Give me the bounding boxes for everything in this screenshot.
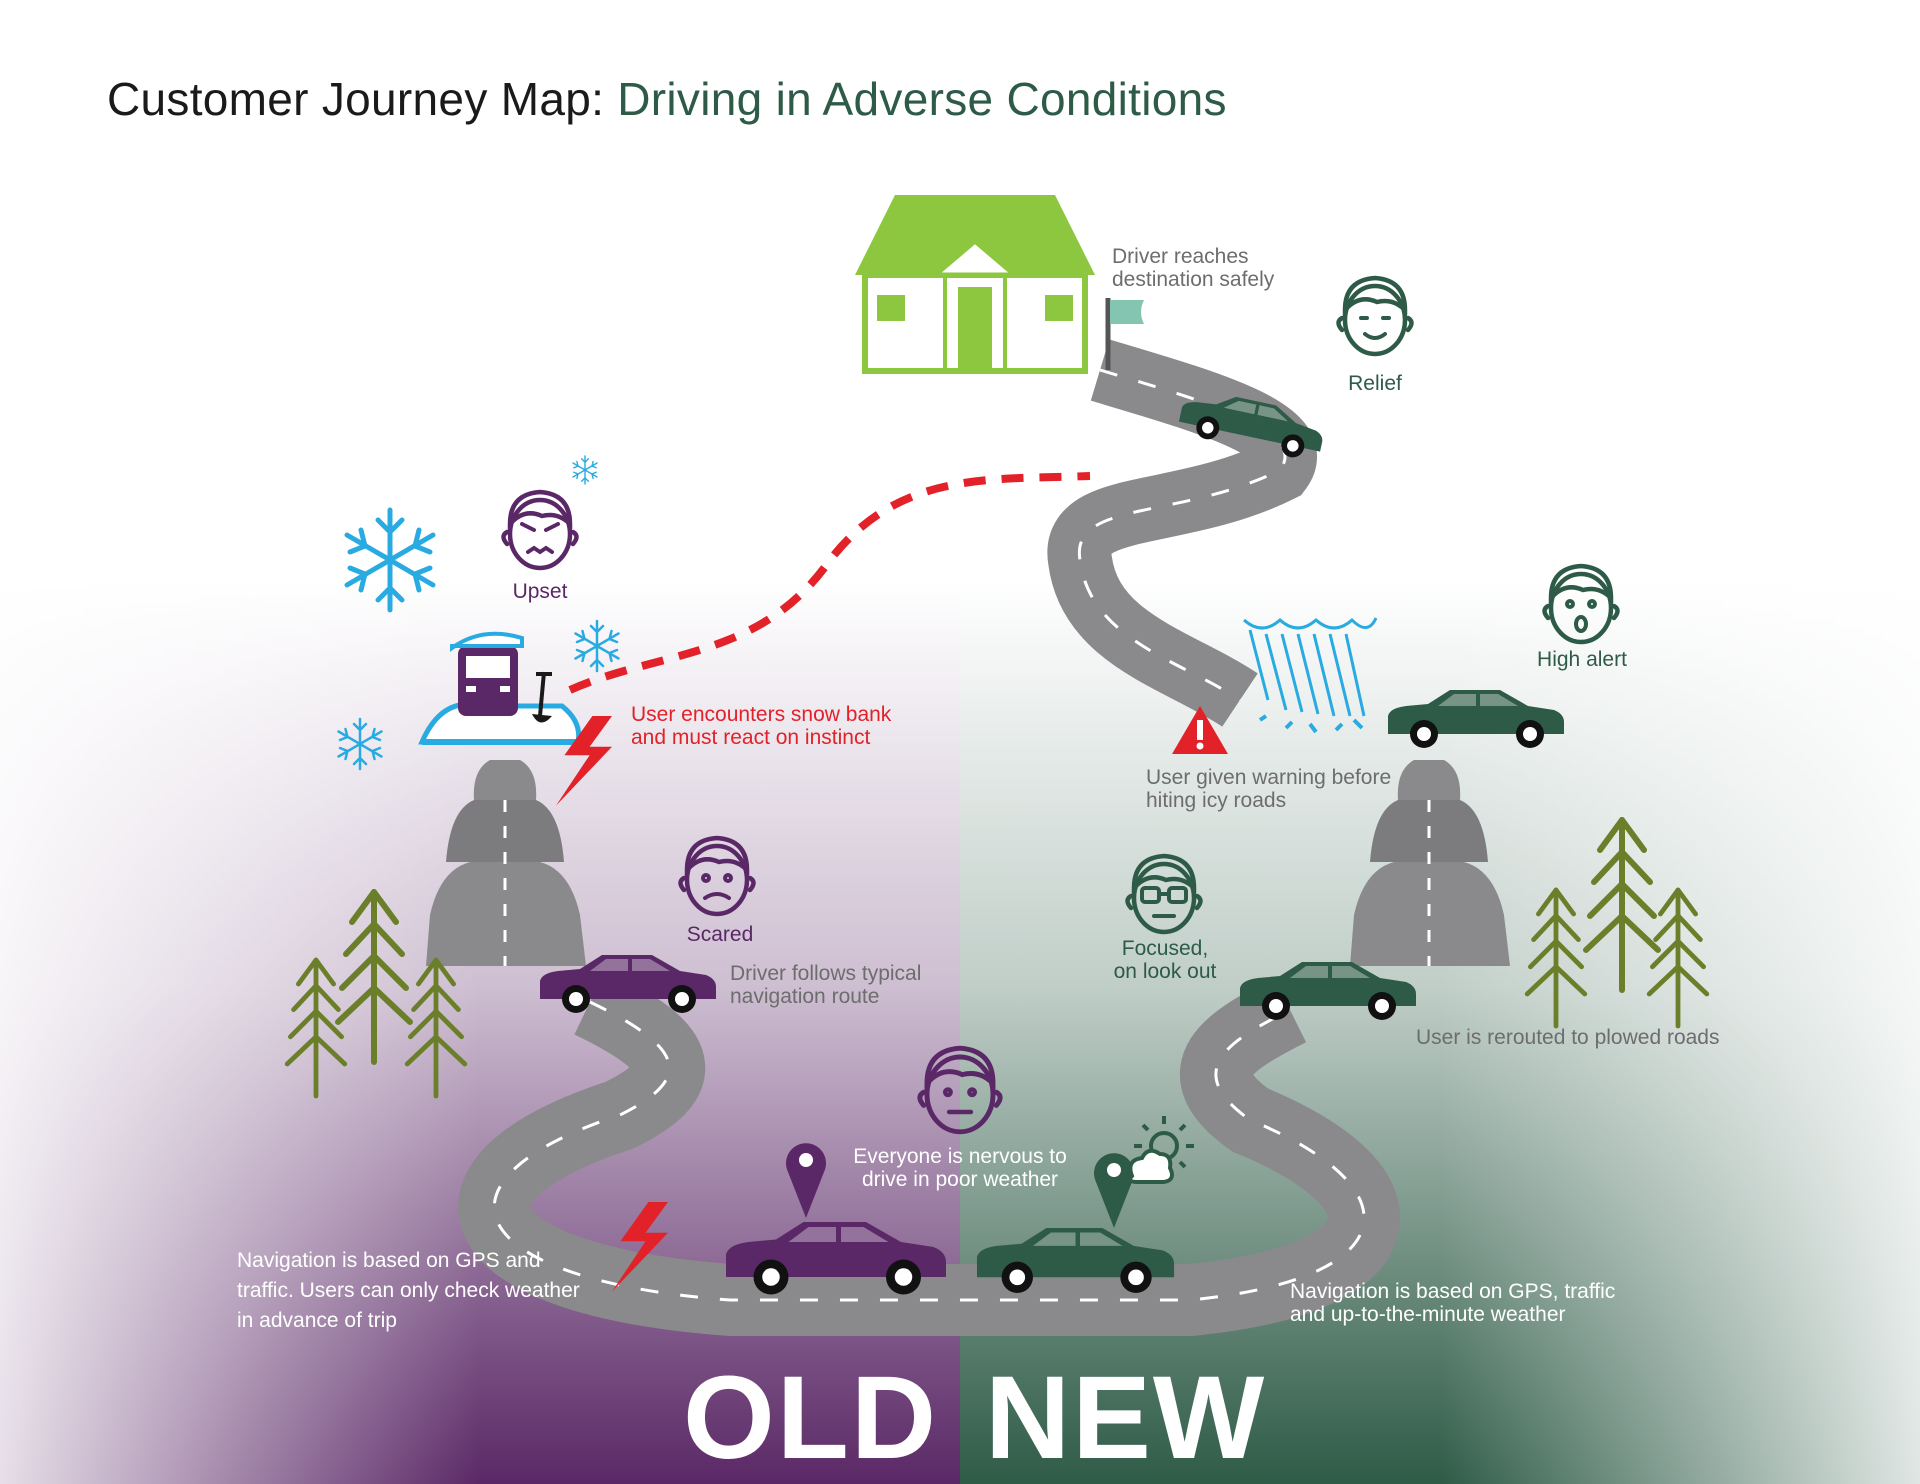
right-tunnel <box>1350 760 1510 966</box>
emotion-focused: Focused, on look out <box>1113 937 1217 983</box>
note-rerouted: User is rerouted to plowed roads <box>1416 1026 1720 1049</box>
face-icon <box>504 492 577 568</box>
note-warning: User given warning before hiting icy roa… <box>1146 766 1392 812</box>
flag-icon <box>1105 298 1144 370</box>
note-snow-bank: User encounters snow bank and must react… <box>631 703 892 749</box>
page-title: Customer Journey Map: Driving in Adverse… <box>107 72 1227 126</box>
title-accent: Driving in Adverse Conditions <box>617 73 1227 125</box>
old-label: OLD <box>683 1352 939 1484</box>
interrupted-route <box>568 472 1091 694</box>
emotion-high-alert: High alert <box>1537 648 1627 671</box>
face-icon <box>1339 278 1412 354</box>
note-new-navigation: Navigation is based on GPS, traffic and … <box>1290 1280 1616 1326</box>
emotion-upset: Upset <box>512 580 568 603</box>
new-label: NEW <box>985 1352 1267 1484</box>
weather-icon <box>1128 1116 1194 1184</box>
map-pin-icon <box>786 1143 826 1218</box>
warning-icon <box>1172 706 1228 754</box>
note-everyone-nervous: Everyone is nervous to drive in poor wea… <box>853 1145 1067 1191</box>
face-icon <box>920 1048 1000 1132</box>
face-icon <box>1545 566 1618 642</box>
shovel-icon <box>532 671 552 723</box>
emotion-scared: Scared <box>686 923 754 946</box>
map-pin-icon <box>1094 1153 1134 1228</box>
note-typical-route: Driver follows typical navigation route <box>730 962 922 1008</box>
house-icon <box>855 195 1095 374</box>
rain-icon <box>1243 617 1378 734</box>
note-old-navigation: Navigation is based on GPS and traffic. … <box>237 1249 580 1332</box>
note-destination: Driver reaches destination safely <box>1112 245 1275 291</box>
left-tunnel <box>426 760 586 966</box>
title-prefix: Customer Journey Map: <box>107 73 605 125</box>
snowflake-icon <box>572 455 598 485</box>
face-icon <box>681 838 754 914</box>
snowplow-icon <box>418 631 582 745</box>
face-icon <box>1128 856 1201 932</box>
emotion-relief: Relief <box>1348 372 1402 395</box>
